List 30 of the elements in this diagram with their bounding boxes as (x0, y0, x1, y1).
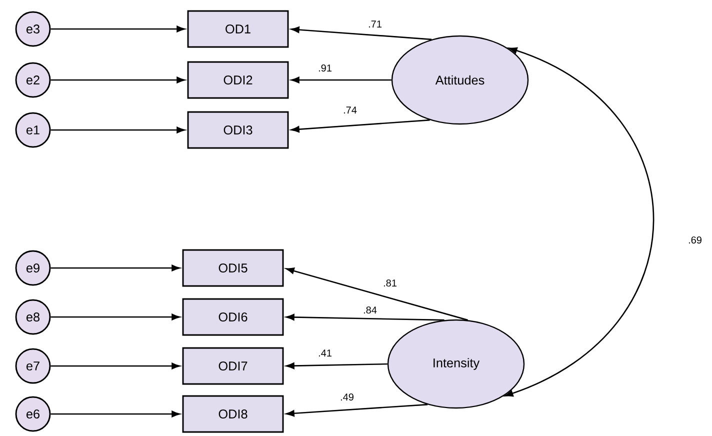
variable-box: ODI6 (182, 298, 284, 336)
edge-label: .49 (338, 392, 356, 402)
arrow (286, 268, 468, 321)
arrow (286, 404, 428, 417)
variable-box: ODI5 (182, 249, 284, 287)
arrow (291, 119, 430, 133)
edge-label: .84 (362, 305, 378, 315)
edge-label: .81 (382, 278, 398, 288)
arrow (50, 26, 185, 32)
edge-label: .71 (366, 19, 384, 29)
arrow (286, 362, 388, 370)
arrow (291, 26, 432, 40)
curved-double-arrow (504, 47, 654, 397)
arrow (50, 126, 185, 134)
arrow (291, 76, 392, 84)
variable-box: ODI8 (182, 395, 284, 433)
edge-label: .74 (342, 105, 358, 115)
arrow (50, 410, 180, 418)
variable-box: ODI7 (182, 347, 284, 385)
edge-label: .41 (316, 348, 334, 358)
variable-box: OD1 (187, 10, 289, 48)
edge-label: .69 (686, 235, 704, 245)
variable-box: ODI2 (187, 61, 289, 99)
arrow (50, 264, 180, 272)
arrow (50, 362, 180, 370)
edge-label: .91 (316, 63, 334, 73)
arrow (50, 76, 185, 84)
arrow (286, 314, 444, 321)
variable-box: ODI3 (187, 111, 289, 149)
arrow (50, 314, 180, 320)
